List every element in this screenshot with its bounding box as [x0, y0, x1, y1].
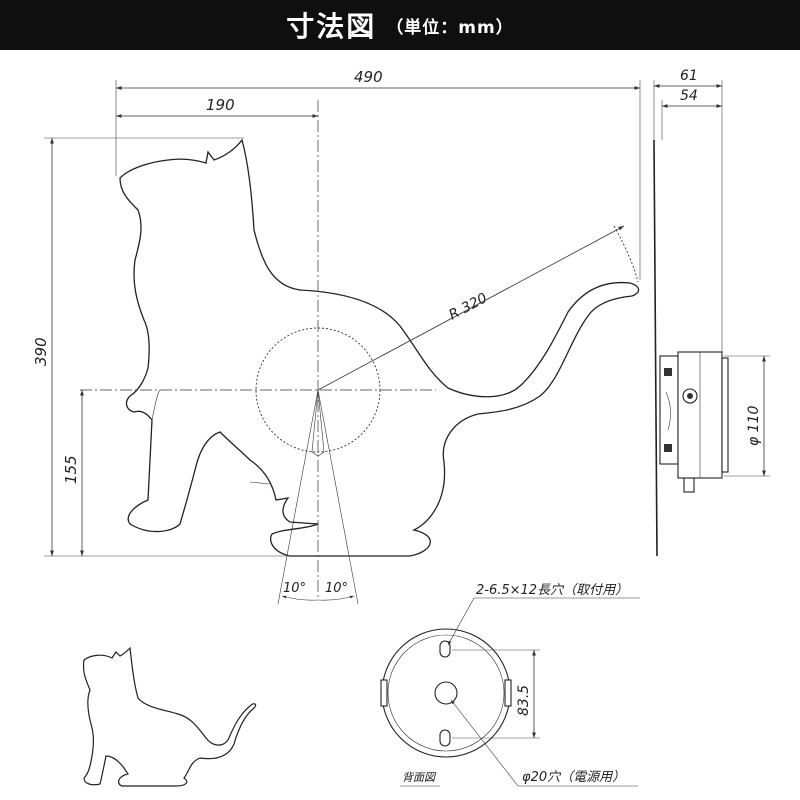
angle-right-label: 10°: [325, 581, 348, 596]
angle-arc-right: [317, 595, 355, 601]
angle-line-left: [277, 389, 319, 605]
radius-label: R 320: [446, 290, 490, 323]
clock-hand: [311, 389, 325, 457]
radius-arc: [613, 225, 639, 283]
angle-arc-left: [281, 595, 319, 601]
dim-54-label: 54: [680, 88, 698, 104]
dim-490-label: 490: [354, 68, 383, 86]
clock-movement-side: [659, 351, 729, 493]
movement-circle: [255, 327, 381, 453]
dim-190-label: 190: [206, 96, 235, 114]
title-bar: 寸法図 （単位：mm）: [0, 0, 800, 50]
dim-110-label: φ 110: [746, 406, 762, 447]
cat-silhouette-small: [82, 646, 257, 787]
radius-line: [317, 225, 625, 391]
page-title: 寸法図: [286, 10, 377, 43]
cat-silhouette-front: [119, 138, 640, 557]
dim-155-label: 155: [62, 455, 80, 484]
dim-390-label: 390: [32, 337, 50, 366]
unit-label: （単位：mm）: [386, 17, 514, 38]
power-hole-label: φ20穴（電源用）: [522, 769, 625, 785]
mount-holes-label: 2-6.5×12長穴（取付用）: [476, 582, 628, 598]
paw-line: [249, 481, 271, 485]
side-plate: [653, 139, 658, 557]
rear-view: [380, 628, 512, 758]
dim-61-label: 61: [680, 68, 698, 84]
angle-left-label: 10°: [283, 581, 306, 596]
leader-mount-holes: [447, 597, 475, 646]
leader-power-hole: [450, 699, 519, 787]
leg-line: [151, 389, 161, 421]
angle-line-right: [317, 389, 359, 605]
dim-83-5-label: 83.5: [516, 685, 532, 716]
rear-view-caption: 背面図: [402, 771, 437, 784]
